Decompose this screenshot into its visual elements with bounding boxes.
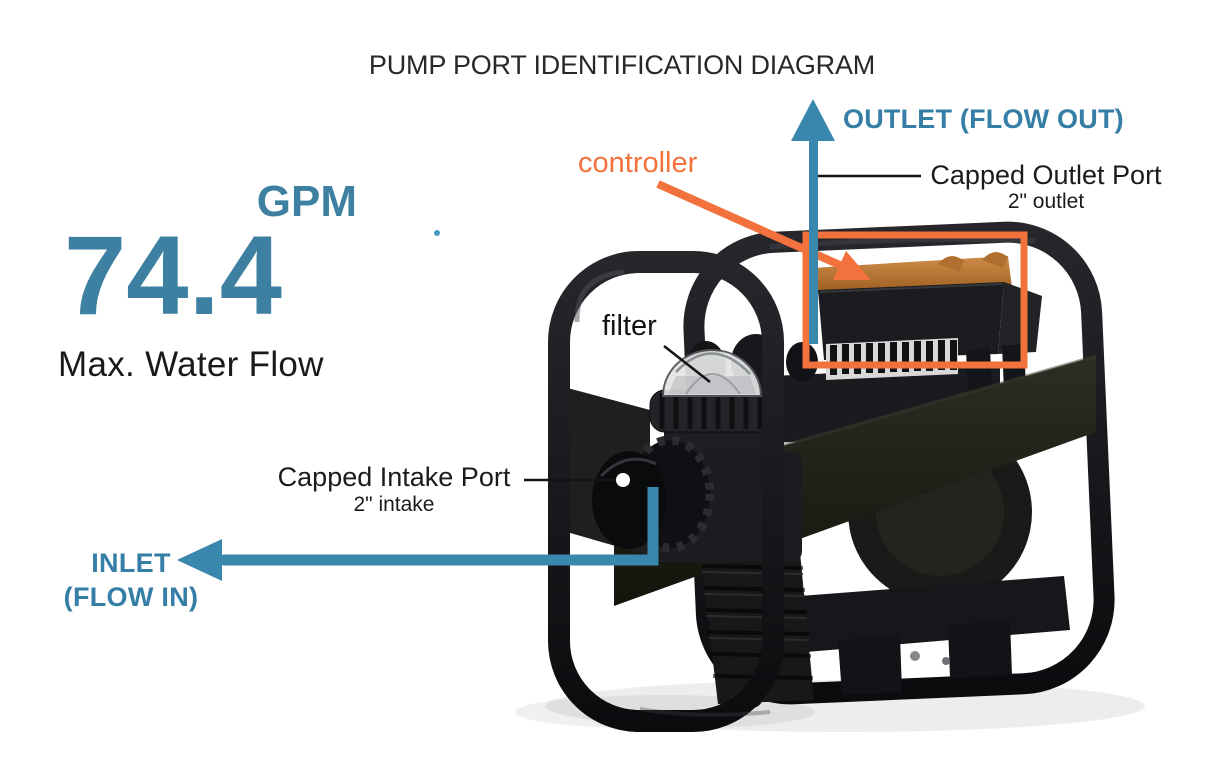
intake-port-name: Capped Intake Port: [277, 462, 511, 492]
pump-rib-highlights: [701, 571, 810, 641]
base-bolt: [910, 651, 920, 661]
max-flow-caption: Max. Water Flow: [58, 345, 324, 384]
filter-lock-ring-notches: [659, 393, 763, 429]
page-title: PUMP PORT IDENTIFICATION DIAGRAM: [368, 50, 876, 80]
inlet-heading-line1: INLET: [91, 548, 171, 578]
outlet-flow-arrow-icon: [791, 99, 835, 344]
intake-cap-rib-texture: [625, 435, 715, 553]
outlet-port-note: Capped Outlet Port 2" outlet: [915, 161, 1177, 215]
flow-unit-label: GPM: [256, 177, 357, 226]
filter-dome-line: [675, 352, 751, 375]
outlet-heading: OUTLET (FLOW OUT): [843, 104, 1124, 134]
intake-point-dot: [616, 473, 630, 487]
annotation-layer: [177, 99, 1028, 581]
decorative-speck: [434, 230, 440, 236]
controller-highlight-box: [802, 231, 1028, 369]
controller-edge-highlight: [819, 283, 1003, 293]
outlet-port-size: 2" outlet: [1007, 190, 1085, 213]
intake-port-size: 2" intake: [353, 493, 435, 516]
controller-assembly: [812, 252, 1042, 394]
inlet-heading-line2: (FLOW IN): [63, 582, 199, 612]
pump-top-cap: [786, 342, 818, 382]
frame-highlight: [639, 707, 771, 717]
intake-cap-highlight: [599, 457, 657, 478]
filter-leader-line: [663, 345, 711, 383]
controller-box-side: [998, 282, 1042, 354]
filter-label: filter: [602, 310, 657, 342]
inlet-flow-arrow-icon: [177, 487, 659, 581]
controller-copper-tab: [938, 256, 964, 272]
inlet-heading: INLET (FLOW IN): [36, 546, 226, 614]
controller-leg: [966, 348, 992, 394]
max-flow-value: 74.4: [64, 213, 282, 338]
controller-heatsink-fins: [830, 340, 957, 375]
frame-highlight: [574, 269, 625, 323]
filter-dome-line: [685, 373, 741, 395]
controller-copper-tab: [982, 252, 1008, 268]
pump-body: [592, 349, 814, 710]
controller-label: controller: [578, 147, 698, 179]
pump-photo-illustration: [515, 221, 1145, 732]
pump-frame-front-loop: [548, 251, 784, 732]
base-foot: [948, 620, 1012, 678]
base-foot: [838, 635, 902, 695]
intake-port-note: Capped Intake Port 2" intake: [259, 462, 529, 518]
outlet-port-name: Capped Outlet Port: [930, 160, 1162, 190]
filter-dome-shade: [668, 376, 756, 394]
base-bolt: [942, 657, 950, 665]
